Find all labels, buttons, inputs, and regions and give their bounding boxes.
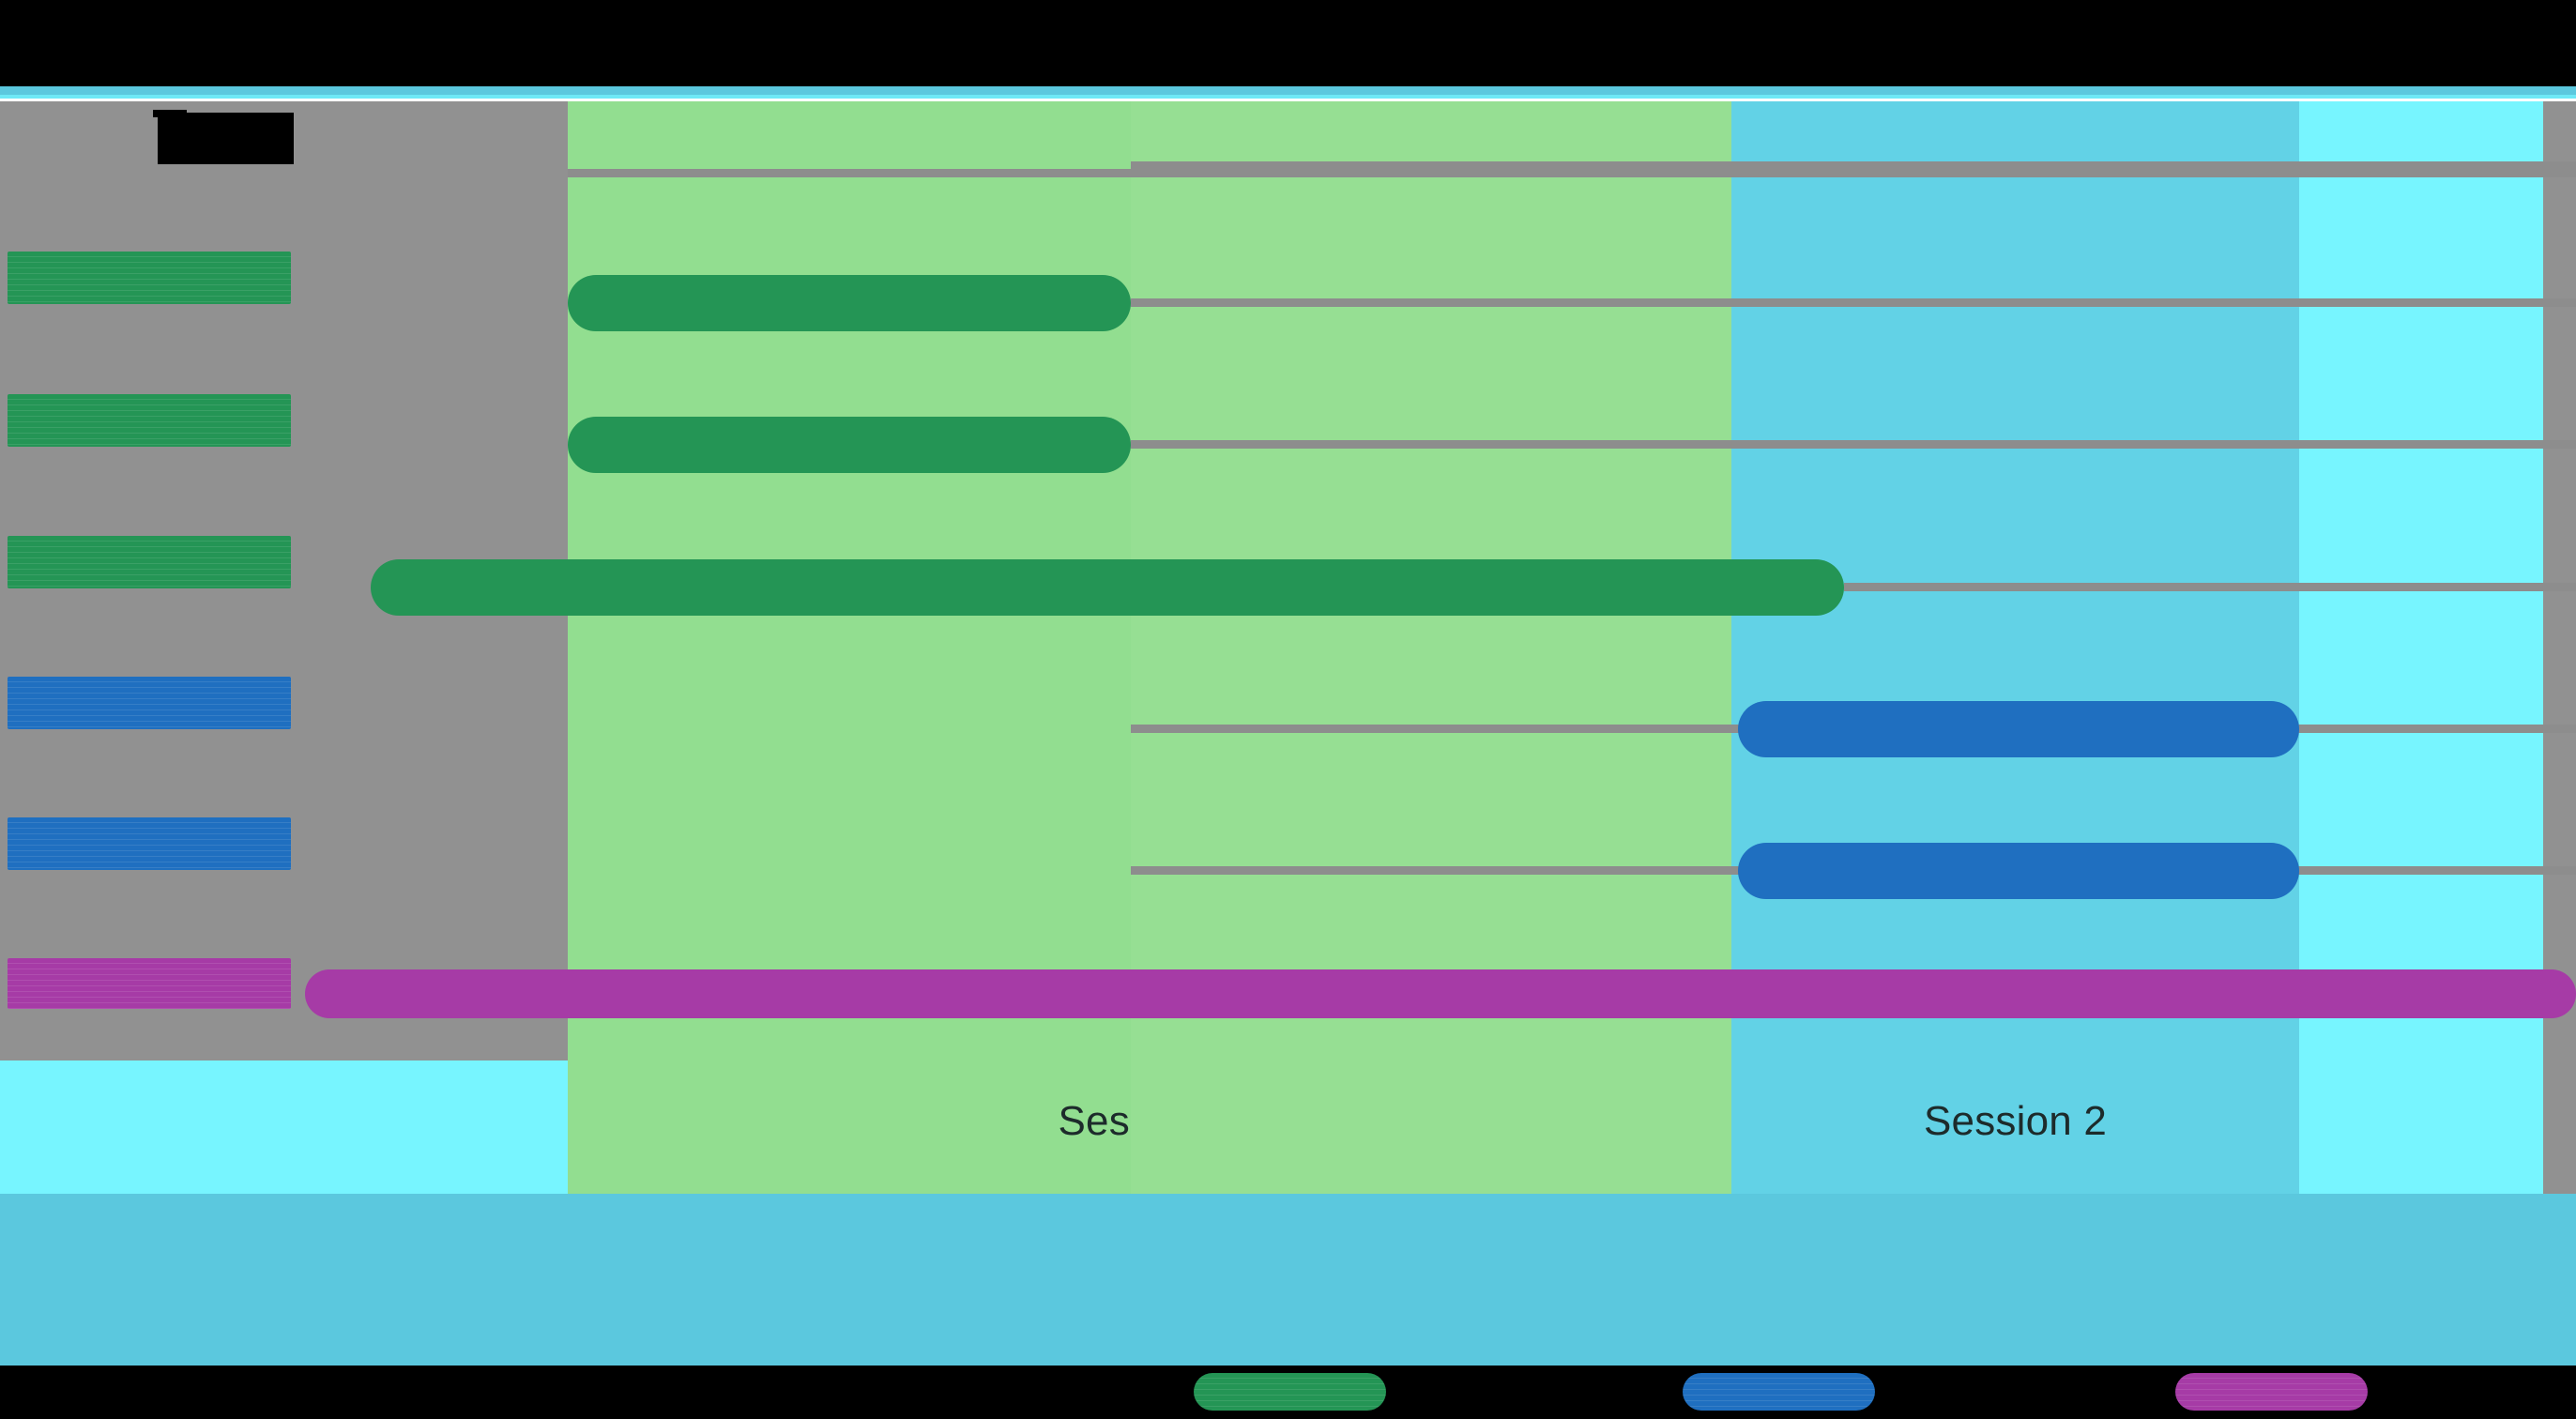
- session-band-2-label: Session 2: [1923, 1098, 2108, 1144]
- chart-title-redacted: [153, 110, 294, 164]
- gridline-row-0: [568, 169, 2576, 177]
- legend-item-dataset-a[interactable]: [1194, 1373, 1386, 1411]
- bar-row-5[interactable]: [1738, 843, 2299, 899]
- rail-row-1: [1131, 298, 2576, 307]
- legend-item-dataset-b[interactable]: [1683, 1373, 1875, 1411]
- rail-row-3: [1844, 583, 2576, 591]
- chart-footer: [0, 1194, 2576, 1372]
- bar-row-1[interactable]: [568, 275, 1131, 331]
- legend-item-dataset-c[interactable]: [2175, 1373, 2368, 1411]
- row-label-0[interactable]: [8, 252, 291, 304]
- top-accent-rule-light: [0, 95, 2576, 99]
- top-accent-rule: [0, 86, 2576, 95]
- legend: [0, 1366, 2576, 1419]
- row-label-5[interactable]: [8, 958, 291, 1009]
- bar-row-4[interactable]: [1738, 701, 2299, 757]
- session-band-3: [2299, 101, 2543, 1194]
- rail-row-0: [1131, 161, 2576, 170]
- rail-row-2: [1131, 440, 2576, 449]
- plot-area: Session 1 Session 2: [0, 101, 2576, 1194]
- y-axis-gutter-footer: [0, 1060, 568, 1194]
- row-label-1[interactable]: [8, 394, 291, 447]
- bar-row-3[interactable]: [371, 559, 1844, 616]
- bar-row-6[interactable]: [305, 969, 2576, 1018]
- row-label-2[interactable]: [8, 536, 291, 588]
- session-band-1-inner: [1131, 101, 1731, 1194]
- row-label-4[interactable]: [8, 817, 291, 870]
- session-band-2: Session 2: [1731, 101, 2299, 1194]
- bar-row-2[interactable]: [568, 417, 1131, 473]
- right-margin-strip: [2543, 101, 2576, 1194]
- top-divider-line: [0, 99, 2576, 101]
- row-label-3[interactable]: [8, 677, 291, 729]
